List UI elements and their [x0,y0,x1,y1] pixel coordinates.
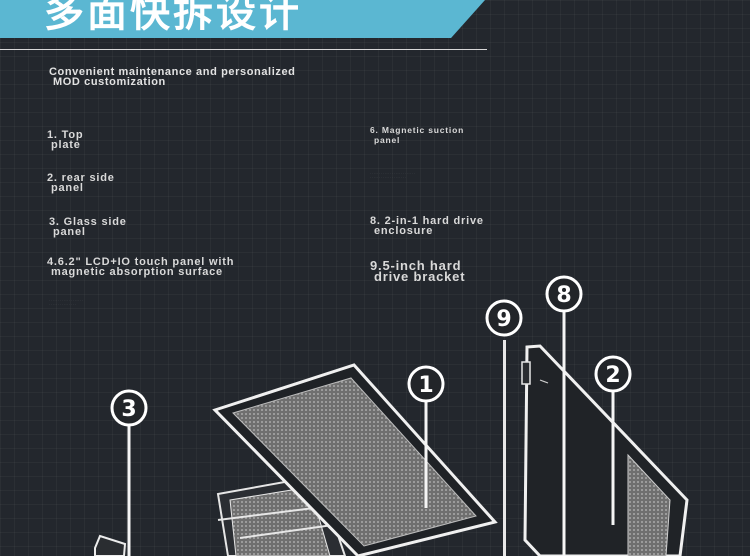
subtitle: Convenient maintenance and personalized … [49,66,296,88]
callout-badge-3: 3 [110,389,148,427]
part-label: panel [51,182,84,194]
callout-number: 9 [496,307,511,332]
part-rear-side-panel: 2. rear side panel [47,172,115,194]
part-label: panel [53,226,86,238]
banner-divider [0,49,487,50]
glass-panel-drawing [94,534,127,556]
callout-badge-8: 8 [545,275,583,313]
part-magnetic-suction-panel: 6. Magnetic suction panel [370,125,464,145]
banner-title: 多面快拆设计 [44,0,302,36]
drive-bracket-line [503,340,506,556]
title-banner [0,0,485,38]
part-label: magnetic absorption surface [51,266,223,278]
callout-number: 3 [121,397,136,422]
part-label: 8. 2-in-1 hard drive [370,215,484,227]
part-label: 6. Magnetic suction [370,125,465,135]
part-top-plate: 1. Top plate [47,129,84,151]
fine-print-right: · · · · · · · · · · · · · · · · · · · · … [370,171,415,179]
part-label: drive bracket [374,269,466,284]
callout-badge-9: 9 [485,299,523,337]
part-glass-side-panel: 3. Glass side panel [49,216,127,238]
callout-badge-2: 2 [594,355,632,393]
part-hard-drive-enclosure: 8. 2-in-1 hard drive enclosure [370,215,484,237]
fine-print-left: · · · · · · · · · · · · · · · · · · ·· ·… [49,298,83,306]
callout-number: 2 [605,363,620,388]
part-label: 9.5-inch hard [370,258,462,273]
callout-leader-lines [127,310,615,556]
part-label: 3. Glass side [49,216,127,228]
callout-number: 1 [418,373,433,398]
callout-number: 8 [556,283,571,308]
part-label: enclosure [374,225,434,237]
part-drive-bracket: 9.5-inch hard drive bracket [370,258,466,284]
subtitle-line-2: MOD customization [53,76,166,88]
part-label: plate [51,139,81,151]
part-label: 2. rear side [47,172,115,184]
subtitle-line-1: Convenient maintenance and personalized [49,66,296,78]
part-label: 1. Top [47,129,84,141]
part-label: panel [374,135,401,145]
top-plate-drawing [212,363,498,556]
part-label: 4.6.2" LCD+IO touch panel with [47,256,235,268]
callout-badge-1: 1 [407,365,445,403]
part-lcd-touch-panel: 4.6.2" LCD+IO touch panel with magnetic … [47,256,235,278]
